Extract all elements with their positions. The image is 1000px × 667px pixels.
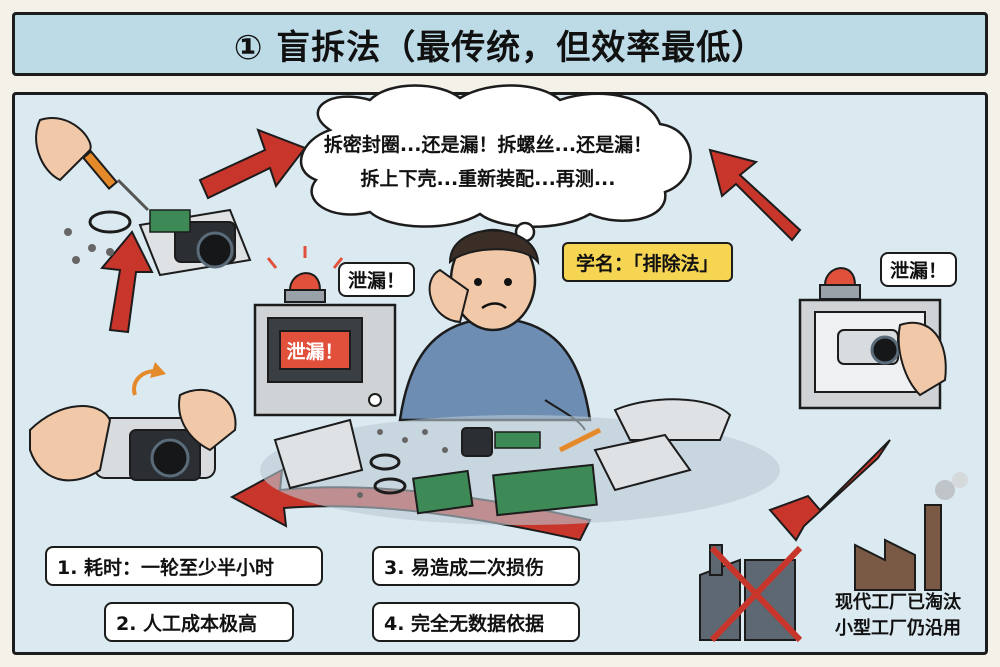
leak-screen-label: 泄漏！ bbox=[279, 330, 351, 370]
leak-alert-left: 泄漏！ bbox=[338, 262, 416, 297]
camera-bottom-left bbox=[29, 362, 237, 482]
thought-line-2: 拆上下壳...重新装配...再测... bbox=[360, 168, 616, 190]
worker bbox=[398, 228, 592, 431]
workbench-parts bbox=[260, 398, 780, 525]
scientific-name-badge: 学名：「排除法」 bbox=[562, 242, 733, 282]
drawback-2: 2. 人工成本极高 bbox=[104, 602, 294, 642]
arrow-left-up-icon bbox=[100, 230, 154, 334]
page-title: ① 盲拆法（最传统，但效率最低） bbox=[233, 27, 767, 68]
drawback-4: 4. 完全无数据依据 bbox=[372, 602, 580, 642]
factory-note: 现代工厂已淘汰 小型工厂仍沿用 bbox=[808, 590, 988, 642]
factory-note-line-1: 现代工厂已淘汰 bbox=[835, 592, 961, 613]
factory-note-line-2: 小型工厂仍沿用 bbox=[835, 618, 961, 639]
drawback-1: 1. 耗时：一轮至少半小时 bbox=[45, 546, 323, 586]
drawback-3: 3. 易造成二次损伤 bbox=[372, 546, 580, 586]
title-bar: ① 盲拆法（最传统，但效率最低） bbox=[12, 12, 988, 76]
arrow-right-down-icon bbox=[768, 439, 891, 542]
thought-line-1: 拆密封圈...还是漏！拆螺丝...还是漏！ bbox=[323, 134, 653, 156]
camera-top-left bbox=[35, 117, 252, 277]
arrow-top-left-icon bbox=[198, 128, 307, 200]
factory-icon bbox=[699, 472, 968, 643]
thought-text: 拆密封圈...还是漏！拆螺丝...还是漏！ 拆上下壳...重新装配...再测..… bbox=[318, 128, 658, 196]
tester-machine-right bbox=[798, 267, 947, 410]
leak-alert-right: 泄漏！ bbox=[880, 252, 958, 287]
arrow-top-right-icon bbox=[708, 148, 802, 242]
